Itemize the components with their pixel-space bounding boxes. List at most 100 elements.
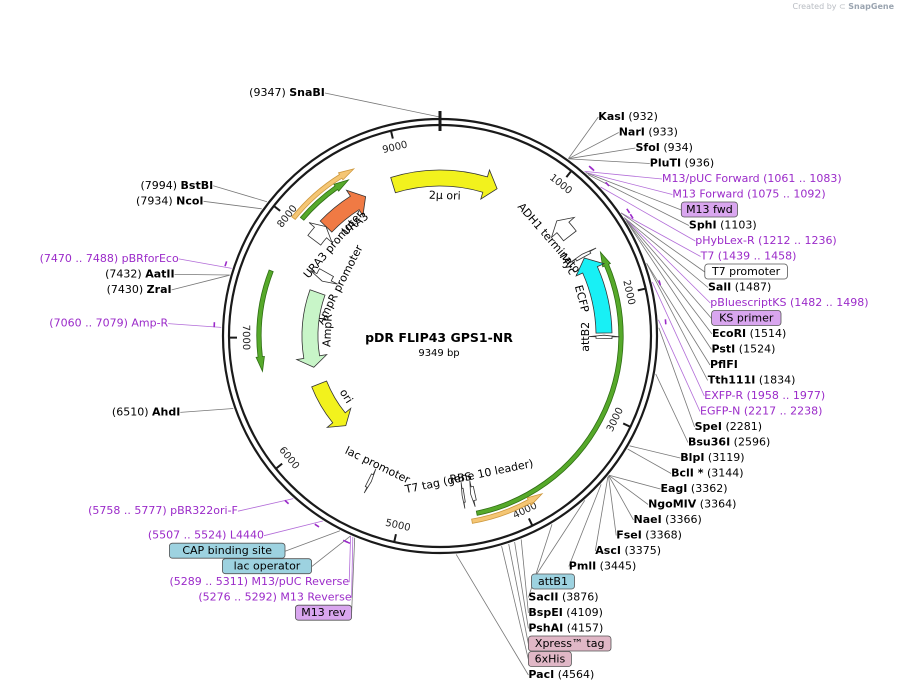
primer-binding-mark bbox=[629, 213, 634, 219]
ruler-tick bbox=[273, 205, 281, 212]
label-fsei-enzyme: FseI (3368) bbox=[616, 529, 682, 542]
label-m13-forward-primer: M13 Forward (1075 .. 1092) bbox=[672, 188, 825, 201]
ruler-tick bbox=[393, 533, 397, 543]
leader-line bbox=[620, 212, 701, 257]
leader-line bbox=[655, 373, 689, 443]
label-snabi-enzyme: (9347) SnaBI bbox=[249, 86, 325, 99]
ruler-tick-label: 3000 bbox=[605, 406, 626, 434]
feature-arrow-adh1-terminator bbox=[550, 216, 577, 242]
credit-prefix: Created by bbox=[792, 2, 837, 11]
label-exfp-r-primer: EXFP-R (1958 .. 1977) bbox=[704, 389, 825, 402]
leader-line bbox=[623, 217, 709, 288]
label-lac-operator-box-teal: lac operator bbox=[234, 560, 301, 573]
leader-line bbox=[568, 116, 599, 159]
label-sphi-enzyme: SphI (1103) bbox=[689, 219, 757, 232]
feature-arrow-ura3 bbox=[319, 189, 367, 233]
leader-line bbox=[263, 520, 323, 537]
plasmid-name: pDR FLIP43 GPS1-NR bbox=[365, 330, 513, 345]
label-ncoi-enzyme: (7934) NcoI bbox=[136, 194, 203, 207]
feature-label-box bbox=[221, 558, 312, 575]
label-l4440-primer: (5507 .. 5524) L4440 bbox=[148, 529, 264, 542]
primer-binding-mark bbox=[345, 540, 351, 545]
label-ngomiv-enzyme: NgoMIV (3364) bbox=[648, 498, 736, 511]
feature-label-box bbox=[528, 651, 572, 667]
leader-line bbox=[351, 536, 354, 598]
leader-line bbox=[585, 172, 682, 211]
feature-label-box bbox=[680, 201, 738, 218]
leader-line bbox=[203, 200, 262, 210]
feature-label-box bbox=[711, 310, 782, 326]
leader-line bbox=[237, 498, 294, 512]
leader-line bbox=[627, 448, 672, 474]
label-asci-enzyme: AscI (3375) bbox=[595, 544, 661, 557]
leader-line bbox=[608, 474, 661, 490]
label-eagi-enzyme: EagI (3362) bbox=[661, 482, 728, 495]
label-kasi-enzyme: KasI (932) bbox=[598, 110, 658, 123]
primer-binding-mark bbox=[658, 280, 662, 286]
leader-line bbox=[658, 327, 695, 428]
primer-binding-mark bbox=[314, 523, 320, 528]
label-bsu36i-enzyme: Bsu36I (2596) bbox=[688, 436, 770, 449]
leader-line bbox=[608, 475, 634, 521]
ruler-tick-label: 5000 bbox=[384, 518, 411, 534]
feature-label-lac-promoter: lac promoter bbox=[343, 444, 412, 487]
leader-line bbox=[324, 92, 440, 118]
site-labels: KasI (932)NarI (933)SfoI (934)PluTI (936… bbox=[40, 86, 869, 681]
label-cap-binding-site-box-teal: CAP binding site bbox=[182, 544, 272, 557]
leader-line bbox=[178, 258, 232, 269]
label-egfp-n-primer: EGFP-N (2217 .. 2238) bbox=[700, 405, 822, 418]
leader-line bbox=[180, 408, 234, 413]
feature-label-box bbox=[528, 635, 612, 652]
feature-arrow-attb2 bbox=[588, 334, 620, 340]
leader-line bbox=[585, 172, 673, 195]
leader-line bbox=[351, 537, 356, 614]
label-psti-enzyme: PstI (1524) bbox=[712, 343, 776, 356]
ruler-tick bbox=[565, 170, 573, 178]
primer-binding-mark bbox=[284, 499, 290, 505]
primer-binding-mark bbox=[589, 166, 595, 172]
label-sali-enzyme: SalI (1487) bbox=[708, 281, 771, 294]
leader-line bbox=[508, 543, 529, 645]
orf-arrow bbox=[291, 168, 356, 221]
leader-line bbox=[629, 445, 681, 459]
leader-line bbox=[646, 263, 711, 366]
orf-arrow bbox=[475, 250, 624, 516]
label-tth111i-enzyme: Tth111I (1834) bbox=[708, 374, 796, 387]
snapgene-credit: Created by ⊂ SnapGene bbox=[792, 2, 894, 11]
leader-line bbox=[625, 220, 713, 335]
label-xpress-tag-box-pink: Xpress™ tag bbox=[535, 637, 605, 650]
leader-line bbox=[658, 319, 701, 412]
label-phyblex-r-primer: pHybLex-R (1212 .. 1236) bbox=[695, 234, 836, 247]
orf-arrow bbox=[299, 179, 350, 221]
ruler-tick-label: 1000 bbox=[547, 172, 574, 196]
leader-line bbox=[501, 546, 529, 660]
ruler-tick bbox=[275, 462, 283, 470]
orf-arrow bbox=[255, 269, 274, 373]
feature-arrow-2-ori bbox=[390, 168, 498, 201]
leader-line bbox=[587, 174, 690, 226]
feature-label-rbs: RBS bbox=[449, 470, 473, 486]
plasmid-center-title: pDR FLIP43 GPS1-NR 9349 bp bbox=[365, 330, 513, 359]
label-bspei-enzyme: BspEI (4109) bbox=[528, 606, 603, 619]
leader-line bbox=[651, 281, 705, 397]
leader-line bbox=[455, 554, 529, 676]
label-pbr322ori-f-primer: (5758 .. 5777) pBR322ori-F bbox=[88, 504, 238, 517]
label-paci-enzyme: PacI (4564) bbox=[528, 668, 594, 681]
feature-arrow-ecfp bbox=[575, 257, 613, 334]
leader-line bbox=[584, 171, 663, 180]
leader-line bbox=[568, 158, 650, 164]
label-pbrforeco-primer: (7470 .. 7488) pBRforEco bbox=[40, 252, 179, 265]
feature-arrow-ura3-promoter bbox=[307, 222, 333, 246]
label-m13-puc-forward-primer: M13/pUC Forward (1061 .. 1083) bbox=[662, 172, 842, 185]
plasmid-length: 9349 bp bbox=[418, 348, 459, 359]
label-blpi-enzyme: BlpI (3119) bbox=[680, 451, 744, 464]
label-pshai-enzyme: PshAI (4157) bbox=[528, 622, 603, 635]
ruler-tick-label: 2000 bbox=[620, 279, 636, 306]
label-spei-enzyme: SpeI (2281) bbox=[695, 420, 762, 433]
leader-line bbox=[171, 274, 230, 291]
label-ahdi-enzyme: (6510) AhdI bbox=[112, 405, 180, 418]
ruler-tick bbox=[622, 422, 631, 428]
leader-line bbox=[600, 186, 696, 242]
leader-line bbox=[624, 218, 712, 319]
